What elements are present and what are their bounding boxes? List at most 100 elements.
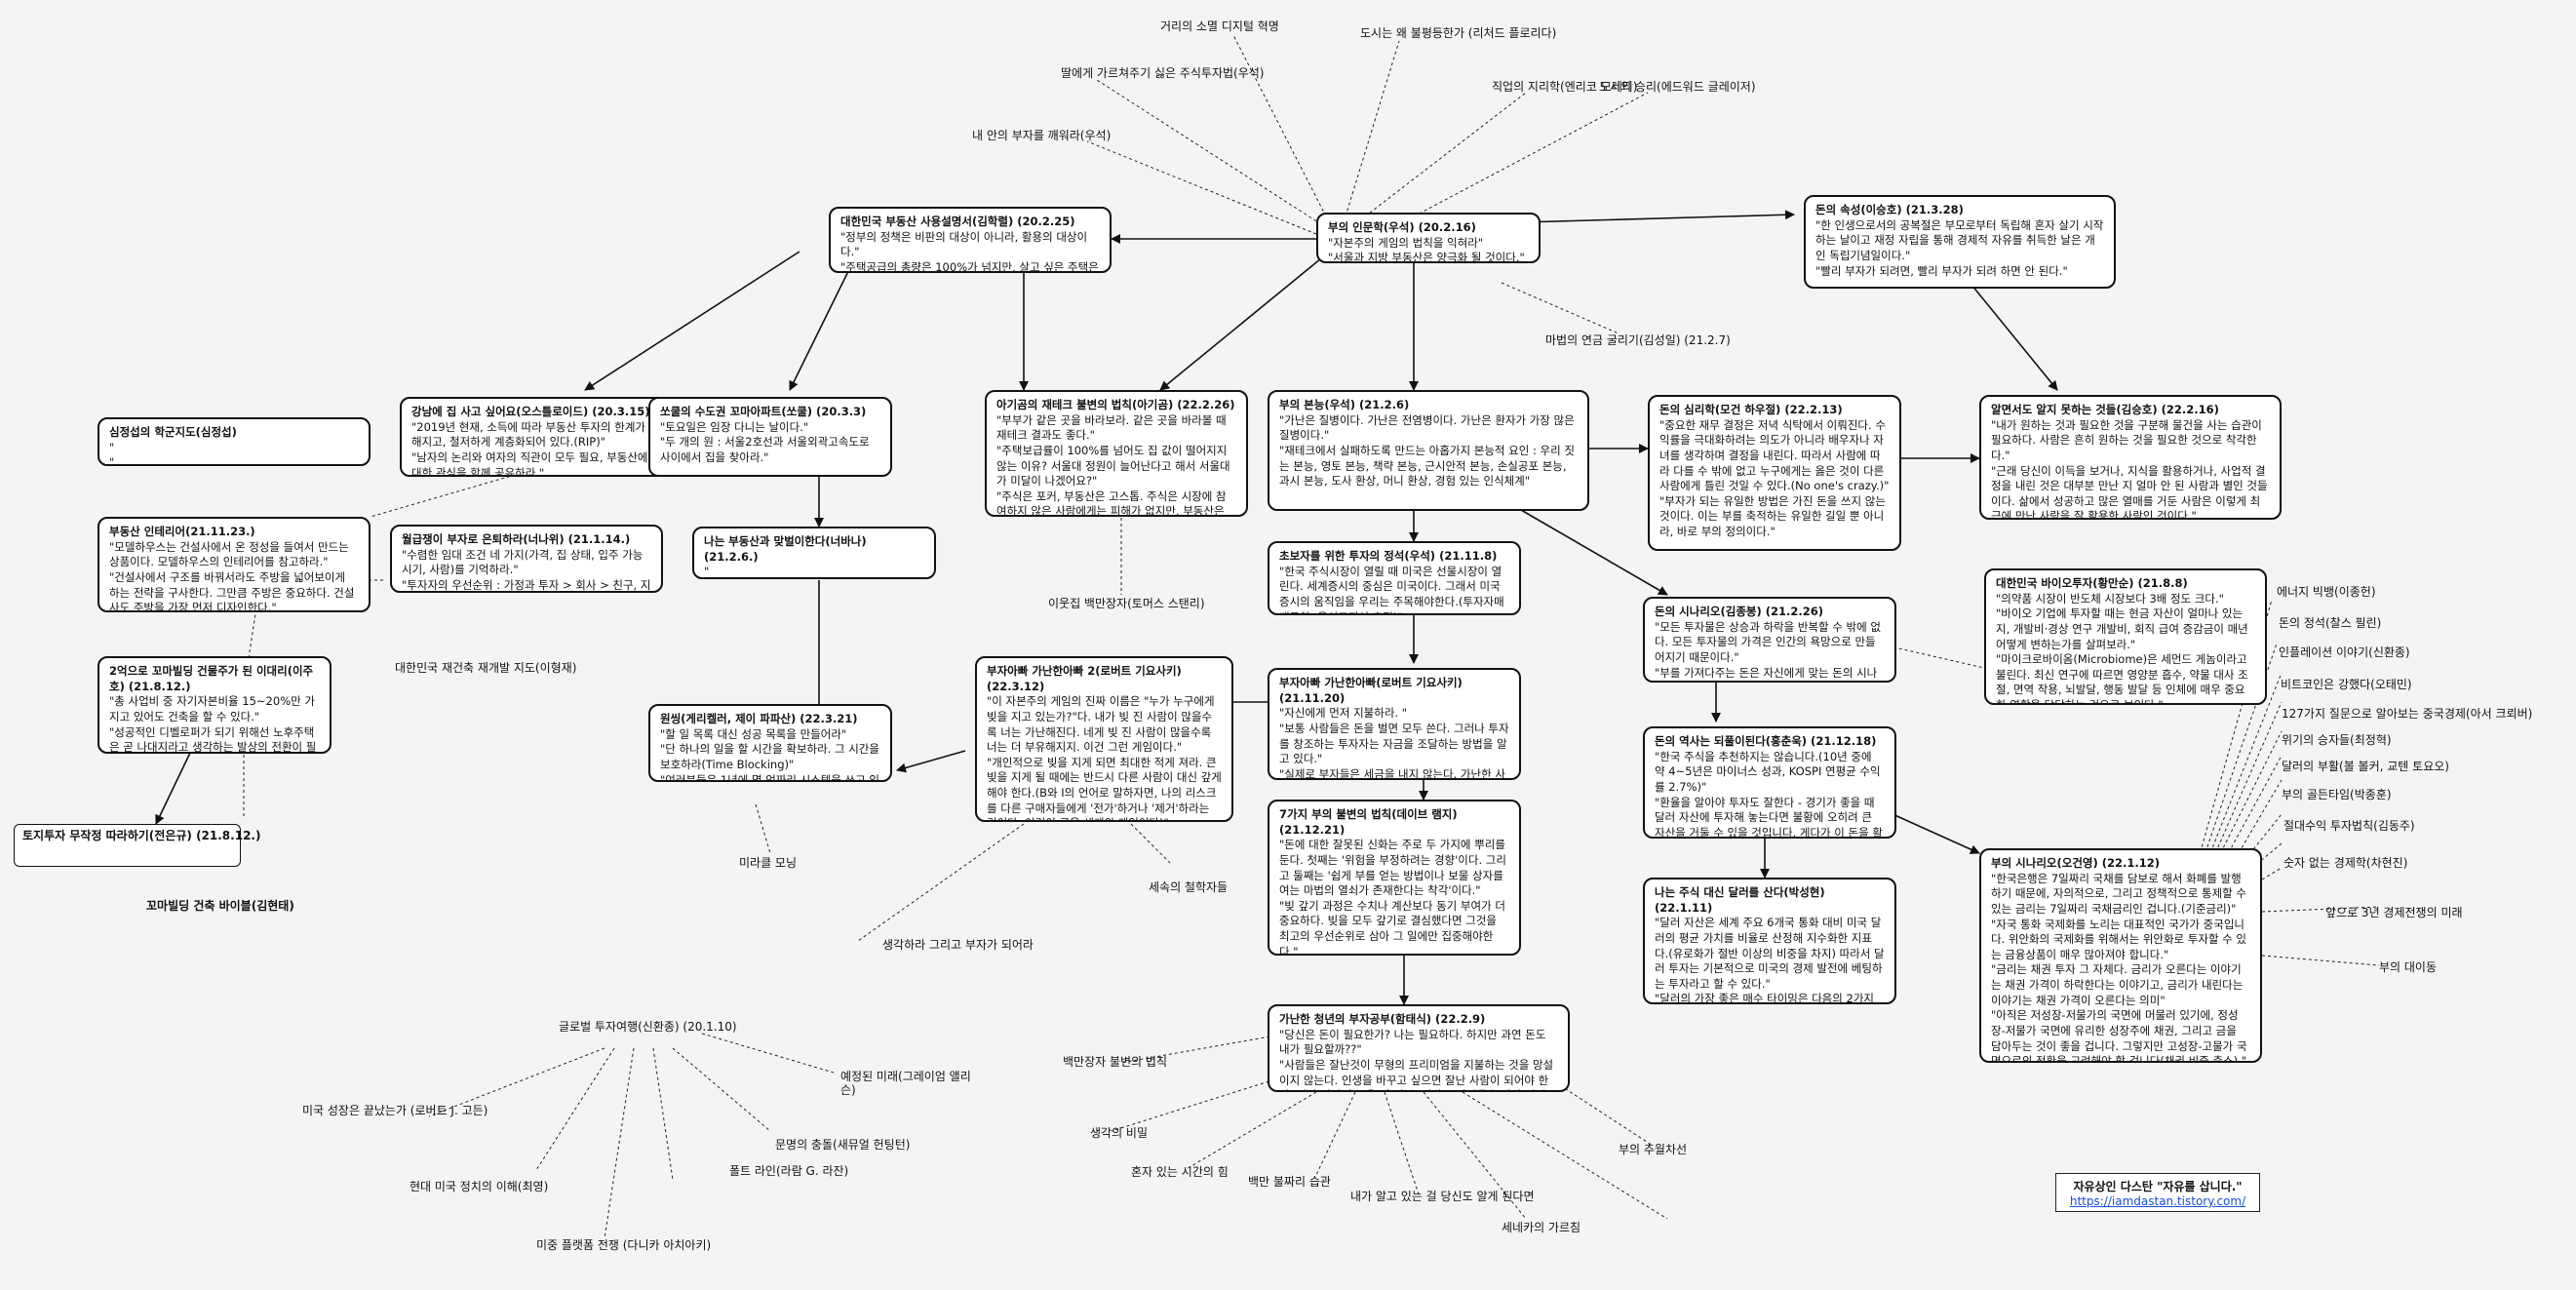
node-gangnam[interactable]: 강남에 집 사고 싶어요(오스틀로이드) (20.3.15) "2019년 현재…: [400, 397, 673, 477]
node-title: 심정섭의 학군지도(심정섭): [109, 425, 237, 439]
label-tojituja: 토지투자 무작정 따라하기(전은규) (21.8.12.): [14, 824, 260, 867]
node-title: 돈의 시나리오(김종봉) (21.2.26): [1655, 605, 1823, 618]
node-body: "토요일은 임장 다니는 날이다." "두 개의 원 : 서울2호선과 서울외곽…: [660, 419, 870, 464]
node-choboja[interactable]: 초보자를 위한 투자의 정석(우석) (21.11.8) "한국 주식시장이 열…: [1268, 541, 1521, 615]
node-body: "2019년 현재, 소득에 따라 부동산 투자의 한계가 정해지고, 철저하게…: [411, 419, 659, 477]
label-dosiui-seungni: 도시의 승리(에드워드 글레이저): [1599, 80, 1756, 94]
node-title: 쏘쿨의 수도권 꼬마아파트(쏘쿨) (20.3.3): [660, 405, 867, 418]
label-mijung-platform: 미중 플랫폼 전쟁 (다니카 아치아키): [536, 1238, 712, 1252]
label-bitcoin: 비트코인은 강했다(오태민): [2281, 678, 2412, 691]
node-don-sinario-21[interactable]: 돈의 시나리오(김종봉) (21.2.26) "모든 투자물은 상승과 하락을 …: [1643, 597, 1896, 683]
node-title: 알면서도 알지 못하는 것들(김승호) (22.2.16): [1991, 403, 2219, 416]
node-body: "한국 주식을 추천하지는 않습니다.(10년 중에 약 4~5년은 마이너스 …: [1655, 749, 1883, 839]
node-naneun[interactable]: 나는 부동산과 맞벌이한다(너바나) (21.2.6.) " ": [692, 527, 936, 579]
node-title: 아기곰의 재테크 불변의 법칙(아기곰) (22.2.26): [996, 398, 1235, 411]
label-saenggak-bimil: 생각의 비밀: [1090, 1126, 1149, 1140]
footer-title: 자유상인 다스탄 "자유를 삽니다.": [2073, 1180, 2243, 1193]
node-body: "부부가 같은 곳을 바라보라. 같은 곳을 바라볼 때 재테크 결과도 좋다.…: [996, 412, 1230, 517]
node-body: "중요한 재무 결정은 저녁 식탁에서 이뤄진다. 수익률을 극대화하려는 의도…: [1659, 417, 1890, 538]
node-title: 대한민국 바이오투자(황만순) (21.8.8): [1996, 576, 2188, 590]
node-title: 부자아빠 가난한아빠(로버트 기요사키) (21.11.20): [1279, 676, 1463, 705]
node-title: 나는 주식 대신 달러를 산다(박성현) (22.1.11): [1655, 885, 1825, 915]
node-body: " ": [109, 440, 115, 466]
node-title: 가난한 청년의 부자공부(함태식) (22.2.9): [1279, 1012, 1486, 1026]
node-buja-appa[interactable]: 부자아빠 가난한아빠(로버트 기요사키) (21.11.20) "자신에게 먼저…: [1268, 668, 1521, 780]
node-naneun-jusik[interactable]: 나는 주식 대신 달러를 산다(박성현) (22.1.11) "달러 자산은 세…: [1643, 878, 1896, 1004]
label-miracle-morning: 미라클 모닝: [739, 856, 798, 870]
node-title: 초보자를 위한 투자의 정석(우석) (21.11.8): [1279, 549, 1498, 563]
label-jeoldae-tuja: 절대수익 투자법칙(김동주): [2283, 819, 2415, 833]
label-honja-sigan: 혼자 있는 시간의 힘: [1131, 1165, 1229, 1179]
node-body: "총 사업비 중 자기자본비율 15~20%만 가지고 있어도 건축을 할 수 …: [109, 694, 317, 754]
label-kkoma-geonchuk: 꼬마빌딩 건축 바이블(김현태): [146, 899, 294, 913]
label-seneka: 세네카의 가르침: [1502, 1221, 1581, 1234]
node-chilgaji[interactable]: 7가지 부의 불변의 법칙(데이브 램지) (21.12.21) "돈에 대한 …: [1268, 800, 1521, 956]
node-title: 원씽(게리켈러, 제이 파파산) (22.3.21): [660, 712, 858, 725]
node-body: "내가 원하는 것과 필요한 것을 구분해 물건을 사는 습관이 필요하다. 사…: [1991, 417, 2268, 520]
node-body: "모델하우스는 건설사에서 온 정성을 들여서 만드는 상품이다. 모델하우스의…: [109, 539, 355, 612]
label-geori-sowol: 거리의 소멸 디지털 혁명: [1160, 20, 1279, 33]
label-baekmanjang-bulbyeon: 백만장자 불변의 법칙: [1063, 1055, 1167, 1069]
node-body: "가난은 질병이다. 가난은 전염병이다. 가난은 환자가 가장 많은 질병이다…: [1279, 412, 1575, 489]
node-title: 월급쟁이 부자로 은퇴하라(너나위) (21.1.14.): [402, 532, 631, 546]
label-seoksok-cheolhakja: 세속의 철학자들: [1149, 880, 1229, 894]
label-ijuho-baekman: 이웃집 백만장자(토머스 스탠리): [1048, 597, 1205, 610]
node-title: 돈의 역사는 되풀이된다(홍춘욱) (21.12.18): [1655, 734, 1877, 748]
label-yejeongdoen: 예정된 미래(그레이엄 앨리슨): [840, 1070, 971, 1098]
node-don-simrihak[interactable]: 돈의 심리학(모건 하우절) (22.2.13) "중요한 재무 결정은 저녁 …: [1648, 395, 1901, 551]
node-don-yeoksa[interactable]: 돈의 역사는 되풀이된다(홍춘욱) (21.12.18) "한국 주식을 추천하…: [1643, 726, 1896, 839]
node-budongsan-interior[interactable]: 부동산 인테리어(21.11.23.) "모델하우스는 건설사에서 온 정성을 …: [98, 517, 371, 612]
node-simjeongseop[interactable]: 심정섭의 학군지도(심정섭) " ": [98, 417, 371, 466]
label-bu-goldentime: 부의 골든타임(박종훈): [2282, 788, 2392, 801]
node-title: 대한민국 부동산 사용설명서(김학렬) (20.2.25): [840, 215, 1075, 228]
node-ieokeuro[interactable]: 2억으로 꼬마빌딩 건물주가 된 이대리(이주호) (21.8.12.) "총 …: [98, 656, 332, 754]
node-title: 부의 시나리오(오건영) (22.1.12): [1991, 856, 2160, 870]
label-sutja-eomneun: 숫자 없는 경제학(차현진): [2283, 856, 2408, 870]
node-wonssing[interactable]: 원씽(게리켈러, 제이 파파산) (22.3.21) "할 일 목록 대신 성공…: [648, 704, 892, 782]
label-mabeop-yeongeum: 마법의 연금 굴리기(김성일) (21.2.7): [1545, 333, 1731, 347]
label-saenggak-buja: 생각하라 그리고 부자가 되어라: [882, 938, 1034, 952]
label-ttal-jusik: 딸에게 가르쳐주기 싫은 주식투자법(우석): [1061, 66, 1265, 80]
node-sseulmae[interactable]: 쏘쿨의 수도권 꼬마아파트(쏘쿨) (20.3.3) "토요일은 임장 다니는 …: [648, 397, 892, 477]
node-agigom[interactable]: 아기곰의 재테크 불변의 법칙(아기곰) (22.2.26) "부부가 같은 곳…: [985, 390, 1248, 517]
label-don-jeongseok: 돈의 정석(찰스 필린): [2279, 616, 2382, 630]
node-woljeong[interactable]: 월급쟁이 부자로 은퇴하라(너나위) (21.1.14.) "수렴한 임대 조건…: [390, 525, 663, 593]
label-dosi-wae: 도시는 왜 불평등한가 (리처드 플로리다): [1360, 26, 1557, 40]
node-buja-appa-2[interactable]: 부자아빠 가난한아빠 2(로버트 기요사키) (22.3.12) "이 자본주의…: [975, 656, 1233, 822]
node-don-sokseong[interactable]: 돈의 속성(이승호) (21.3.28) "한 인생으로서의 공복절은 부모로부…: [1804, 195, 2116, 289]
node-body: "한국 주식시장이 열릴 때 미국은 선물시장이 열린다. 세계증시의 중심은 …: [1279, 564, 1504, 613]
node-title: 부의 본능(우석) (21.2.6): [1279, 398, 1410, 411]
node-body: "자본주의 게임의 법칙을 익혀라" "서울과 지방 부동산은 양극화 될 것이…: [1328, 235, 1525, 263]
label-inflation: 인플레이션 이야기(신환종): [2279, 645, 2410, 659]
node-bio-tuja[interactable]: 대한민국 바이오투자(황만순) (21.8.8) "의약품 시장이 반도체 시장…: [1984, 568, 2267, 705]
node-title: 부자아빠 가난한아빠 2(로버트 기요사키) (22.3.12): [987, 664, 1182, 693]
node-body: "한 인생으로서의 공복절은 부모로부터 독립해 혼자 살기 시작하는 날이고 …: [1815, 217, 2104, 278]
node-body: "모든 투자물은 상승과 하락을 반복할 수 밖에 없다. 모든 투자물의 가격…: [1655, 619, 1881, 680]
node-bu-inmunhak[interactable]: 부의 인문학(우석) (20.2.16) "자본주의 게임의 법칙을 익혀라" …: [1316, 213, 1541, 263]
label-nae-anui: 내 안의 부자를 깨워라(우석): [972, 129, 1112, 142]
node-title: 7가지 부의 불변의 법칙(데이브 램지) (21.12.21): [1279, 807, 1458, 837]
node-body: "수렴한 임대 조건 네 가지(가격, 집 상태, 입주 가능 시기, 사람)를…: [402, 547, 651, 592]
node-body: "달러 자산은 세계 주요 6개국 통화 대비 미국 달러의 평균 가치를 비율…: [1655, 916, 1885, 1004]
label-jigeobui: 직업의 지리학(엔리코 모레티): [1492, 80, 1638, 94]
node-body: "의약품 시장이 반도체 시장보다 3배 정도 크다." "바이오 기업에 투자…: [1996, 591, 2248, 705]
node-body: " ": [704, 565, 710, 579]
node-title: 돈의 심리학(모건 하우절) (22.2.13): [1659, 403, 1843, 416]
node-gananhan-cheongnyeon[interactable]: 가난한 청년의 부자공부(함태식) (22.2.9) "당신은 돈이 필요한가?…: [1268, 1004, 1570, 1092]
node-title: 부의 인문학(우석) (20.2.16): [1328, 220, 1476, 234]
label-baekman-bulppuri: 백만 불짜리 습관: [1248, 1175, 1331, 1189]
node-body: "당신은 돈이 필요한가? 나는 필요하다. 하지만 과연 돈도 내가 필요할까…: [1279, 1027, 1554, 1090]
node-daehanminguk-busan[interactable]: 대한민국 부동산 사용설명서(김학렬) (20.2.25) "정부의 정책은 비…: [829, 207, 1112, 273]
node-bu-sinario[interactable]: 부의 시나리오(오건영) (22.1.12) "한국은행은 7일짜리 국채를 담…: [1979, 848, 2262, 1063]
footer-credit: 자유상인 다스탄 "자유를 삽니다." https://iamdastan.ti…: [2055, 1173, 2260, 1212]
node-bu-bonneung[interactable]: 부의 본능(우석) (21.2.6) "가난은 질병이다. 가난은 전염병이다.…: [1268, 390, 1589, 511]
node-almyeonseo[interactable]: 알면서도 알지 못하는 것들(김승호) (22.2.16) "내가 원하는 것과…: [1979, 395, 2282, 520]
node-body: "정부의 정책은 비판의 대상이 아니라, 활용의 대상이다." "주택공급의 …: [840, 229, 1099, 273]
footer-link[interactable]: https://iamdastan.tistory.com/: [2069, 1194, 2246, 1208]
label-nae-ga-algo: 내가 알고 있는 걸 당신도 알게 된다면: [1350, 1190, 1535, 1203]
node-body: "자신에게 먼저 지불하라. " "보통 사람들은 돈을 벌면 모두 쓴다. 그…: [1279, 706, 1509, 780]
label-jaegeonchuk: 대한민국 재건축 재개발 지도(이형재): [395, 661, 577, 675]
node-body: "한국은행은 7일짜리 국채를 담보로 해서 화폐를 발행하기 때문에, 자의적…: [1991, 871, 2247, 1063]
label-q127: 127가지 질문으로 알아보는 중국경제(아서 크뢰버): [2282, 707, 2533, 721]
label-misguided-migug: 미국 성장은 끝났는가 (로버트 J. 고든): [302, 1104, 488, 1117]
